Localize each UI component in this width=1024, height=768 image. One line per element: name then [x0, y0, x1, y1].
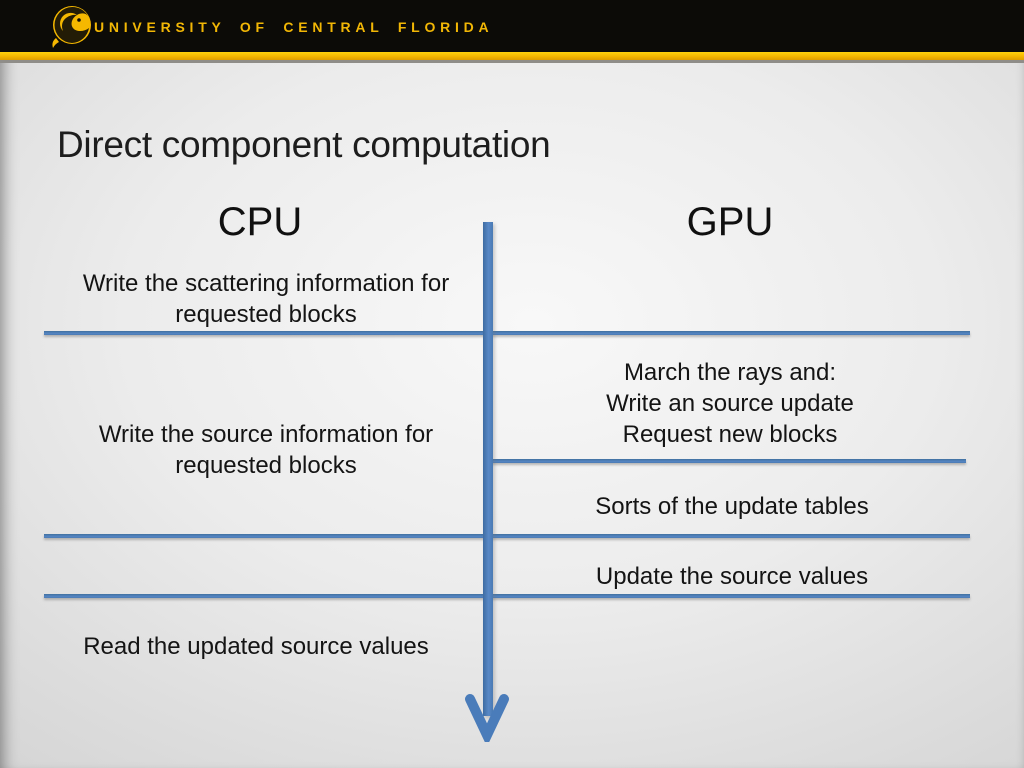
divider-line-2-right — [487, 459, 966, 463]
header-edge-line — [0, 60, 1024, 63]
step-text-line: Read the updated source values — [83, 633, 429, 660]
divider-line-3 — [44, 534, 970, 538]
brand-text: UNIVERSITY OF CENTRAL FLORIDA — [94, 19, 494, 35]
step-text-line: March the rays and: — [623, 359, 837, 386]
step-text-line: Sorts of the update tables — [595, 493, 869, 520]
step-text-line: requested blocks — [175, 452, 357, 479]
header-bar — [0, 0, 1024, 52]
cpu-column-header: CPU — [217, 200, 303, 244]
step-text-line: Write the source information for — [98, 421, 434, 448]
cpu-step-scattering: Write the scattering information for req… — [50, 268, 482, 330]
timeline-arrow-shaft — [483, 222, 493, 716]
step-text-line: Update the source values — [595, 563, 869, 590]
gpu-step-sort-tables: Sorts of the update tables — [496, 491, 968, 522]
ucf-pegasus-icon — [52, 6, 91, 48]
gpu-column-header: GPU — [686, 200, 774, 244]
gpu-step-update-values: Update the source values — [496, 561, 968, 592]
cpu-step-read-values: Read the updated source values — [44, 631, 468, 662]
down-arrow-icon — [465, 694, 509, 742]
gpu-step-march-rays: March the rays and: Write an source upda… — [496, 357, 964, 450]
divider-line-4 — [44, 594, 970, 598]
step-text-line: Write an source update — [606, 390, 854, 417]
step-text-line: requested blocks — [175, 301, 357, 328]
step-text-line: Write the scattering information for — [82, 270, 450, 297]
step-text-line: Request new blocks — [622, 421, 838, 448]
gold-stripe — [0, 52, 1024, 60]
cpu-step-source-info: Write the source information for request… — [50, 419, 482, 481]
page-title: Direct component computation — [57, 124, 551, 165]
divider-line-1 — [44, 331, 970, 335]
